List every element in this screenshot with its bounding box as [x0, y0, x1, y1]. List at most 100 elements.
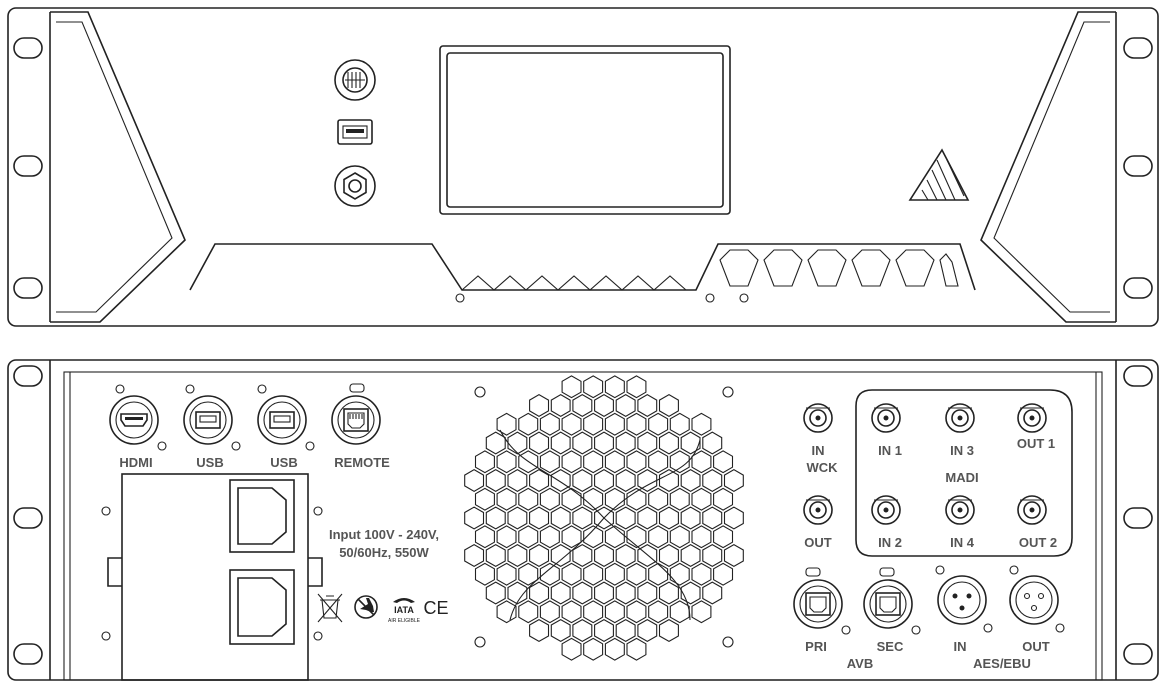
fan-hex-cell	[658, 618, 679, 643]
fan-hex-cell	[680, 468, 701, 493]
avb-pri-ethercon[interactable]	[793, 567, 851, 635]
fan-hex-cell	[648, 525, 669, 549]
hex-vent	[895, 249, 935, 287]
fan-hex-cell	[518, 450, 539, 474]
power-plate	[121, 473, 309, 681]
madi-group: IN 1 IN 3 OUT 1 MADI IN 2 IN 4 OUT 2	[855, 389, 1073, 557]
fan-blade	[499, 429, 605, 519]
rack-ear-hole-icon	[13, 365, 43, 387]
front-rotary-encoder[interactable]	[334, 59, 376, 101]
madi-in3-label: IN 3	[950, 443, 974, 458]
fan-hex-cell	[529, 581, 550, 605]
fan-hex-cell	[615, 543, 636, 568]
usb-port-icon[interactable]	[337, 119, 373, 145]
fan-hex-cell	[572, 431, 593, 455]
fan-hex-cell	[604, 525, 625, 549]
wck-in-label: IN	[812, 443, 825, 458]
hex-vent	[851, 249, 891, 287]
front-lower-vent-line	[461, 275, 687, 291]
display-bezel	[439, 45, 731, 215]
front-right-ear	[980, 11, 1117, 323]
madi-in1-label: IN 1	[878, 443, 902, 458]
encoder-knob[interactable]	[342, 67, 368, 93]
fan-hex-cell	[464, 543, 485, 568]
hdmi-port[interactable]	[109, 384, 167, 451]
fan-hex-cell	[626, 412, 647, 436]
fan-hex-cell	[583, 450, 604, 474]
fan-hex-cell	[485, 506, 506, 530]
front-left-ear	[49, 11, 186, 323]
fan-hex-cell	[615, 581, 636, 605]
madi-out1-bnc[interactable]	[1017, 403, 1047, 433]
fan-hex-cell	[594, 581, 614, 605]
fan-hex-cell	[615, 393, 636, 418]
fan-hex-cell	[583, 412, 604, 436]
usb-1-label: USB	[196, 455, 223, 470]
wck-out-bnc[interactable]	[803, 495, 833, 525]
fan-hex-cell	[648, 600, 669, 624]
fan-hex-cell	[691, 562, 712, 586]
fan-hex-cell	[658, 468, 679, 493]
iata-icon: IATA AIR ELIGIBLE	[388, 598, 421, 624]
power-inlet-2[interactable]	[229, 569, 295, 645]
brand-logo-icon	[908, 148, 970, 201]
fan-hex-cell	[713, 487, 734, 511]
fan-hex-cell	[723, 468, 744, 493]
remote-ethercon-port[interactable]	[331, 383, 381, 445]
ce-mark-icon: CE	[423, 598, 448, 618]
fan-hex-cell	[702, 506, 723, 530]
hex-vent	[719, 249, 759, 287]
fan-hex-cell	[496, 525, 517, 549]
fan-hex-cell	[583, 525, 604, 549]
display-screen[interactable]	[446, 52, 724, 208]
usb-2-label: USB	[270, 455, 297, 470]
fan-screw	[474, 386, 486, 398]
headphone-jack-icon[interactable]	[334, 165, 376, 207]
usb-port-2[interactable]	[257, 384, 315, 451]
rack-ear-hole-icon	[1123, 37, 1153, 59]
madi-in4-bnc[interactable]	[945, 495, 975, 525]
fan-hex-cell	[496, 450, 517, 474]
fan-hex-cell	[518, 412, 539, 436]
avb-sec-ethercon[interactable]	[863, 567, 921, 635]
fan-hex-cell	[474, 562, 495, 586]
fan-blade	[603, 439, 701, 519]
fan-hex-cell	[680, 543, 701, 568]
fan-hex-cell	[713, 525, 734, 549]
hex-vent	[939, 253, 959, 287]
front-screw	[739, 293, 749, 303]
rack-ear-hole-icon	[1123, 643, 1153, 665]
aes-in-xlr[interactable]	[935, 565, 993, 633]
aes-group-label: AES/EBU	[973, 656, 1031, 671]
fan-hex-cell	[496, 412, 517, 436]
madi-in3-bnc[interactable]	[945, 403, 975, 433]
aes-out-xlr[interactable]	[1009, 565, 1065, 633]
fan-hex-cell	[604, 637, 625, 661]
fan-hex-cell	[669, 450, 690, 474]
madi-out2-bnc[interactable]	[1017, 495, 1047, 525]
rear-rack-holes	[13, 365, 1153, 665]
fan-hex-cell	[615, 431, 636, 455]
madi-in2-bnc[interactable]	[871, 495, 901, 525]
fan-hex-cell	[583, 375, 604, 399]
madi-in1-bnc[interactable]	[871, 403, 901, 433]
fan-hex-cell	[561, 600, 582, 624]
power-inlet-1[interactable]	[229, 479, 295, 553]
front-display[interactable]	[439, 45, 731, 215]
fan-hex-cell	[572, 468, 593, 493]
fan-hex-cell	[583, 487, 604, 511]
fan-screw	[722, 386, 734, 398]
fan-hex-grid	[464, 375, 744, 661]
fan-hex-cell	[669, 412, 690, 436]
rear-panel-outline	[7, 359, 1159, 681]
remote-label: REMOTE	[334, 455, 390, 470]
aes-out-label: OUT	[1022, 639, 1050, 654]
fan-screw	[722, 636, 734, 648]
wck-in-bnc[interactable]	[803, 403, 833, 433]
fan-hex-cell	[669, 600, 690, 624]
fan-hex-cell	[723, 543, 744, 568]
front-screw	[705, 293, 715, 303]
usb-port-1[interactable]	[183, 384, 241, 451]
fan-hex-cell	[529, 468, 550, 493]
fan-hex-cell	[496, 600, 517, 624]
